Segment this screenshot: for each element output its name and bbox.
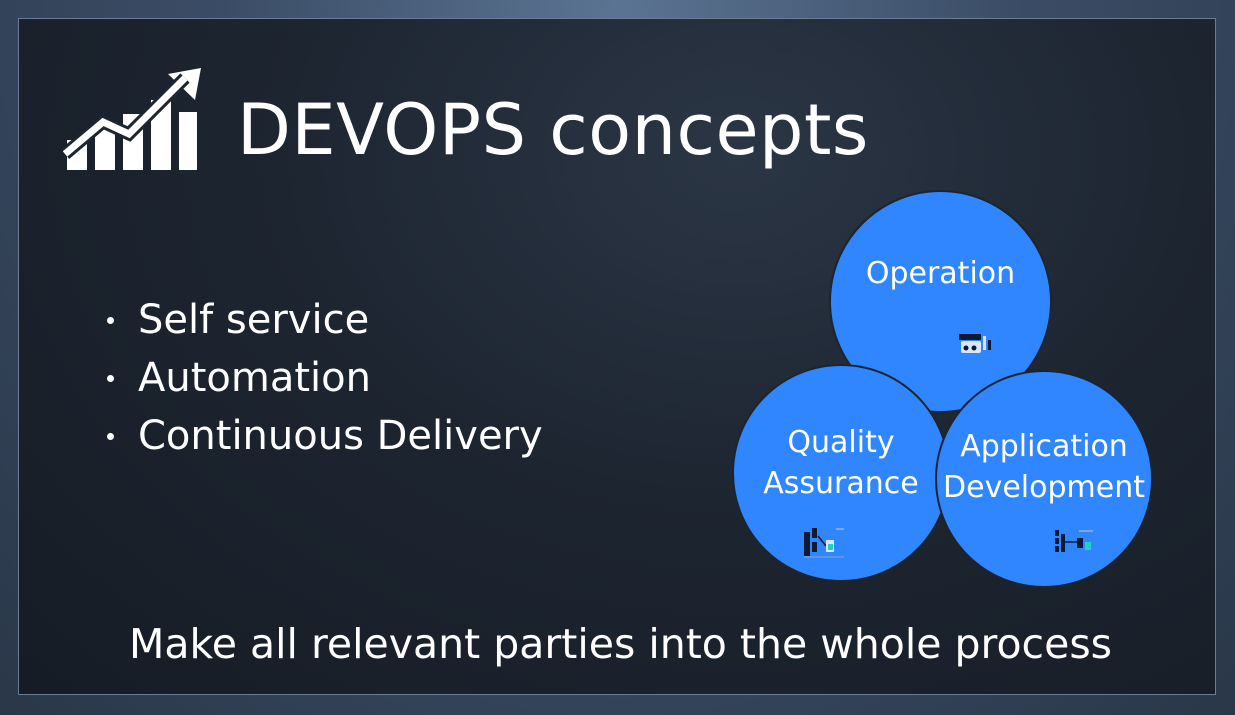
bullet-dot-icon	[107, 432, 114, 440]
bullet-dot-icon	[107, 374, 114, 382]
bullet-list: Self service Automation Continuous Deliv…	[107, 291, 543, 465]
qa-diagram-icon	[804, 528, 844, 558]
bullet-dot-icon	[107, 316, 114, 324]
growth-chart-arrow-icon	[63, 68, 201, 170]
bullet-item: Automation	[107, 349, 543, 407]
operations-tools-icon	[959, 334, 991, 353]
circle-label-application-development: Application Development	[943, 429, 1145, 505]
bullet-text: Continuous Delivery	[138, 413, 543, 459]
bullet-text: Automation	[138, 355, 371, 401]
circle-label-operation: Operation	[865, 256, 1016, 291]
slide: DEVOPS concepts Self service Automation …	[18, 18, 1216, 695]
bullet-text: Self service	[138, 297, 370, 343]
circle-quality-assurance[interactable]: Quality Assurance	[732, 364, 950, 582]
bullet-item: Continuous Delivery	[107, 407, 543, 465]
bullet-item: Self service	[107, 291, 543, 349]
dev-diagram-icon	[1055, 530, 1093, 552]
slide-title: DEVOPS concepts	[237, 89, 869, 171]
circle-label-quality-assurance: Quality Assurance	[763, 425, 919, 501]
circle-application-development[interactable]: Application Development	[935, 370, 1153, 588]
slide-footer: Make all relevant parties into the whole…	[129, 620, 1113, 668]
